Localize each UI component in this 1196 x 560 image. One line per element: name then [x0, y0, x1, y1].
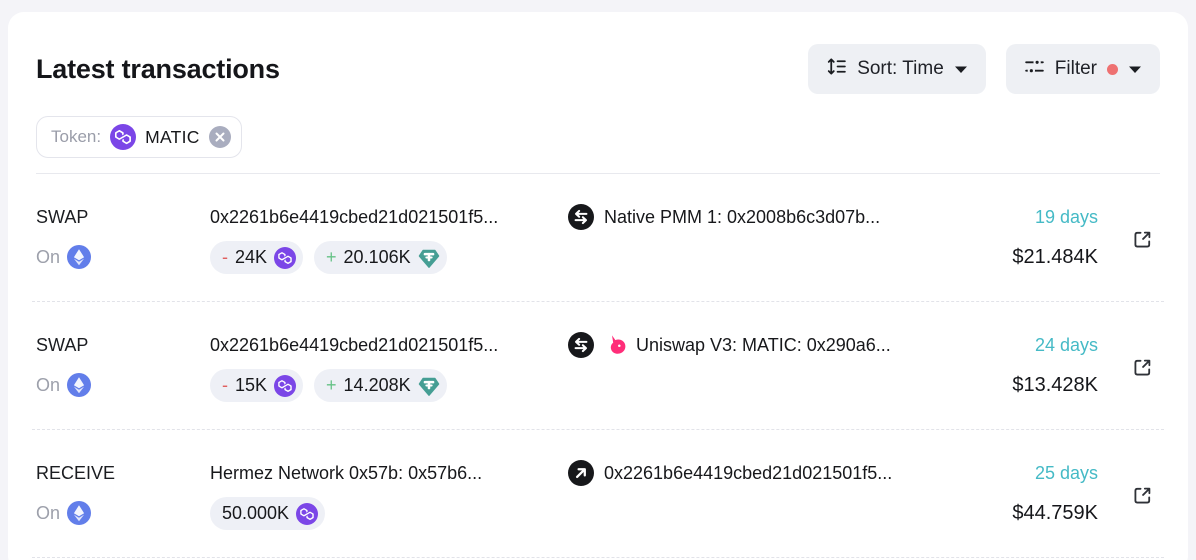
external-link-icon: [1134, 359, 1151, 376]
tx-age: 19 days: [1034, 207, 1098, 227]
amount-pill: + 20.106K: [314, 241, 447, 274]
tx-main-column: 0x2261b6e4419cbed21d021501f5... Native P…: [210, 204, 946, 274]
filter-active-dot: [1107, 63, 1118, 75]
active-filters-row: Token: MATIC: [32, 94, 1164, 158]
token-filter-chip: Token: MATIC: [36, 116, 242, 158]
transaction-row: RECEIVE On Hermez Network 0x57b: 0x57b6.…: [32, 430, 1164, 558]
sort-button[interactable]: Sort: Time: [808, 44, 986, 94]
tx-meta-column: 19 days $21.484K: [946, 205, 1098, 274]
tx-from-address[interactable]: 0x2261b6e4419cbed21d021501f5...: [210, 334, 499, 355]
amount-sign: -: [222, 375, 228, 395]
tx-type-column: SWAP On: [36, 333, 210, 402]
uniswap-icon: [610, 335, 626, 354]
tx-amounts-line: - 15K + 14.208K: [210, 369, 946, 402]
token-filter-label: Token:: [51, 127, 102, 146]
filter-button-label: Filter: [1054, 58, 1097, 79]
amount-pill: - 15K: [210, 369, 304, 402]
tx-parties-line: 0x2261b6e4419cbed21d021501f5... Native P…: [210, 204, 946, 230]
page-title: Latest transactions: [36, 53, 280, 84]
polygon-matic-icon: [110, 124, 137, 150]
tx-external-column: [1098, 205, 1160, 274]
tx-type-column: RECEIVE On: [36, 461, 210, 530]
tx-external-column: [1098, 461, 1160, 530]
sort-amount-icon: [826, 56, 847, 83]
ethereum-icon: [67, 245, 92, 269]
external-link-icon: [1134, 231, 1151, 248]
chevron-down-icon: [1129, 66, 1141, 73]
ethereum-icon: [67, 501, 92, 525]
amount-value: 15K: [235, 375, 268, 395]
tether-icon: [418, 249, 439, 268]
tx-type-column: SWAP On: [36, 205, 210, 274]
filter-sliders-icon: [1024, 56, 1045, 83]
amount-value: 14.208K: [343, 375, 411, 395]
close-icon: [215, 132, 225, 142]
tx-chain-label: On: [36, 246, 61, 267]
tx-parties-line: 0x2261b6e4419cbed21d021501f5... Uniswap …: [210, 332, 946, 358]
tx-chain: On: [36, 501, 210, 525]
swap-icon: [568, 204, 594, 230]
remove-token-filter-button[interactable]: [208, 126, 231, 148]
amount-value: 50.000K: [222, 503, 290, 523]
tx-chain: On: [36, 373, 210, 397]
tx-meta-column: 24 days $13.428K: [946, 333, 1098, 402]
ethereum-icon: [67, 373, 92, 397]
polygon-matic-icon: [274, 246, 297, 269]
polygon-matic-icon: [274, 374, 297, 397]
tx-meta-column: 25 days $44.759K: [946, 461, 1098, 530]
amount-pill: - 24K: [210, 241, 304, 274]
amount-value: 20.106K: [343, 247, 411, 267]
tx-to-address[interactable]: Native PMM 1: 0x2008b6c3d07b...: [604, 206, 881, 227]
transaction-row: SWAP On 0x2261b6e4419cbed21d021501f5... …: [32, 174, 1164, 302]
header-actions: Sort: Time Filter: [808, 44, 1160, 94]
latest-transactions-card: Latest transactions Sort: Time: [8, 12, 1188, 560]
tx-chain: On: [36, 245, 210, 269]
tx-external-column: [1098, 333, 1160, 402]
tether-icon: [418, 377, 439, 396]
swap-icon: [568, 332, 594, 358]
tx-main-column: Hermez Network 0x57b: 0x57b6... 0x2261b6…: [210, 460, 946, 530]
send-arrow-icon: [568, 460, 594, 486]
tx-amounts-line: - 24K + 20.106K: [210, 241, 946, 274]
tx-from-address[interactable]: Hermez Network 0x57b: 0x57b6...: [210, 462, 483, 483]
tx-from-address[interactable]: 0x2261b6e4419cbed21d021501f5...: [210, 206, 499, 227]
tx-to-address[interactable]: 0x2261b6e4419cbed21d021501f5...: [604, 462, 893, 483]
tx-parties-line: Hermez Network 0x57b: 0x57b6... 0x2261b6…: [210, 460, 946, 486]
tx-age: 24 days: [1034, 335, 1098, 355]
filter-button[interactable]: Filter: [1005, 44, 1160, 94]
external-link-button[interactable]: [1131, 484, 1154, 507]
amount-pill: + 14.208K: [314, 369, 447, 402]
tx-usd-value: $13.428K: [1012, 374, 1098, 396]
external-link-icon: [1134, 487, 1151, 504]
sort-button-label: Sort: Time: [857, 58, 944, 79]
tx-type-label: RECEIVE: [36, 463, 116, 483]
tx-usd-value: $21.484K: [1012, 246, 1098, 268]
amount-sign: +: [326, 375, 337, 395]
tx-chain-label: On: [36, 502, 61, 523]
amount-value: 24K: [235, 247, 268, 267]
external-link-button[interactable]: [1131, 356, 1154, 379]
header-divider: [36, 173, 1160, 174]
tx-amounts-line: 50.000K: [210, 497, 946, 530]
tx-type-label: SWAP: [36, 335, 89, 355]
transaction-row: SWAP On 0x2261b6e4419cbed21d021501f5... …: [32, 302, 1164, 430]
polygon-matic-icon: [296, 502, 319, 525]
amount-sign: +: [326, 247, 337, 267]
amount-pill: 50.000K: [210, 497, 326, 530]
amount-sign: -: [222, 247, 228, 267]
token-filter-symbol: MATIC: [145, 126, 200, 147]
tx-main-column: 0x2261b6e4419cbed21d021501f5... Uniswap …: [210, 332, 946, 402]
tx-age: 25 days: [1034, 463, 1098, 483]
tx-type-label: SWAP: [36, 207, 89, 227]
card-header: Latest transactions Sort: Time: [32, 12, 1164, 94]
tx-chain-label: On: [36, 374, 61, 395]
tx-usd-value: $44.759K: [1012, 502, 1098, 524]
tx-to-address[interactable]: Uniswap V3: MATIC: 0x290a6...: [636, 334, 891, 355]
external-link-button[interactable]: [1131, 228, 1154, 251]
chevron-down-icon: [954, 66, 967, 73]
